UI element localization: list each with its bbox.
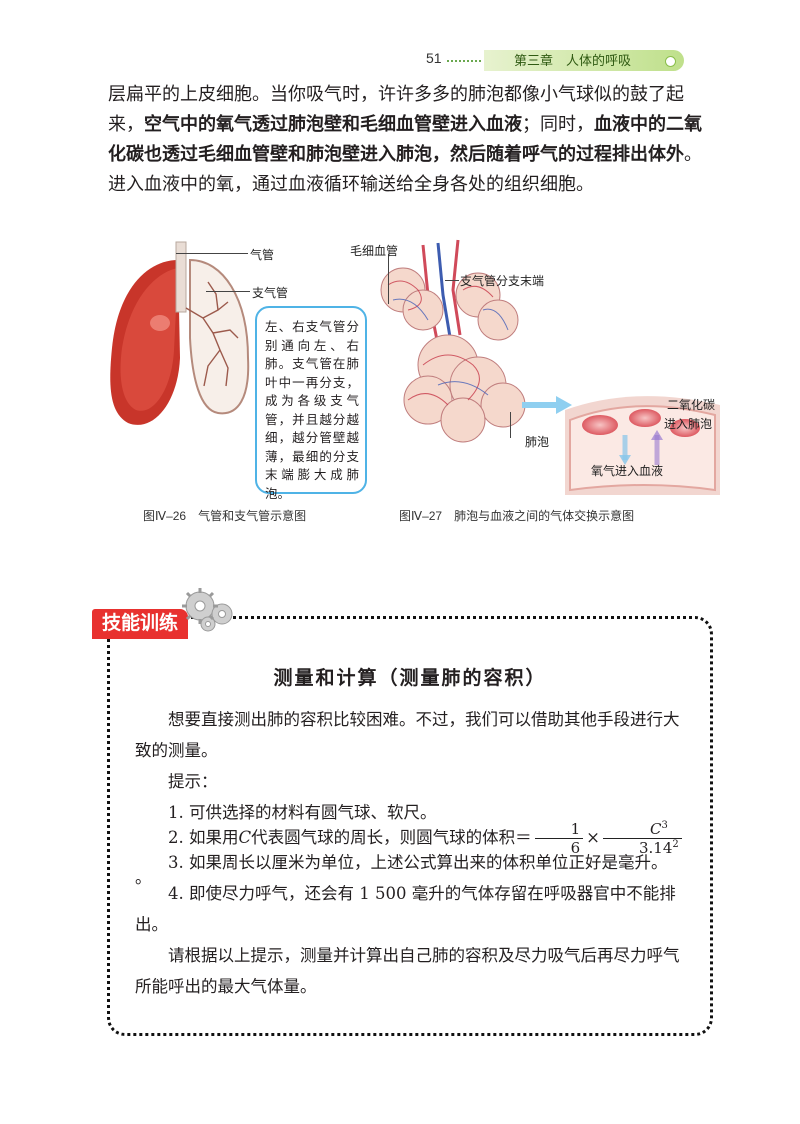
exponent: 3 <box>661 820 668 831</box>
label-co2-line2: 进入肺泡 <box>664 417 713 431</box>
lungs-illustration <box>110 241 250 425</box>
skill-intro: 想要直接测出肺的容积比较困难。不过，我们可以借助其他手段进行大致的测量。 <box>135 710 680 760</box>
skill-training-box <box>107 616 713 1036</box>
leader-line <box>176 253 248 254</box>
leader-line <box>445 280 459 281</box>
bubble-text: 左、右支气管分别通向左、右肺。支气管在肺叶中一再分支，成为各级支气管，并且越分越… <box>265 319 359 501</box>
fraction-numerator: 1 <box>534 820 584 839</box>
fraction-numerator: C3 <box>603 820 682 839</box>
chapter-header: 第三章 人体的呼吸 <box>484 50 684 71</box>
fraction-denominator: 3.142 <box>603 839 682 857</box>
explanation-bubble: 左、右支气管分别通向左、右肺。支气管在肺叶中一再分支，成为各级支气管，并且越分越… <box>255 306 367 501</box>
skill-task: 请根据以上提示，测量并计算出自己肺的容积及尽力吸气后再尽力呼气所能呼出的最大气体… <box>135 946 680 996</box>
hint-2-text: 代表圆气球的周长，则圆气球的体积＝ <box>251 828 532 847</box>
chapter-title: 第三章 人体的呼吸 <box>514 53 632 68</box>
hint-2-text: 。 <box>135 868 152 887</box>
variable-c: C <box>238 828 252 847</box>
body-paragraph-1: 层扁平的上皮细胞。当你吸气时，许许多多的肺泡都像小气球似的鼓了起来，空气中的氧气… <box>108 80 708 170</box>
hint-3: 3. 如果周长以厘米为单位，上述公式算出来的体积单位正好是毫升。 <box>168 853 668 872</box>
times-sign: × <box>586 828 600 847</box>
alveoli-illustration <box>380 239 526 443</box>
hint-1: 1. 可供选择的材料有圆气球、软尺。 <box>168 803 437 822</box>
body-text-emphasis: 空气中的氧气透过肺泡壁和毛细血管壁进入血液 <box>144 114 522 135</box>
page-number: 51 <box>426 50 442 66</box>
blood-vessel-exchange-illustration <box>565 396 720 495</box>
leader-line <box>388 254 390 304</box>
leader-line <box>510 412 512 438</box>
variable-c: C <box>649 820 662 838</box>
header-dotted-rule <box>447 60 481 62</box>
pi-approx: 3.14 <box>639 839 673 857</box>
arrow-icon <box>522 396 572 414</box>
label-co2-line1: 二氧化碳 <box>667 398 716 412</box>
label-bronchi: 支气管 <box>252 286 289 300</box>
hint-4: 4. 即使尽力呼气，还会有 1 500 毫升的气体存留在呼吸器官中不能排出。 <box>135 884 676 934</box>
hint-2-text: 2. 如果用 <box>168 828 239 847</box>
gears-icon <box>182 588 233 632</box>
body-paragraph-2: 进入血液中的氧，通过血液循环输送给全身各处的组织细胞。 <box>108 174 594 195</box>
body-text: 。 <box>684 144 702 165</box>
figure-26-caption: 图Ⅳ–26 气管和支气管示意图 <box>143 509 307 523</box>
label-o2: 氧气进入血液 <box>591 464 664 478</box>
body-text-emphasis: 血液中的二氧化碳也透过毛细血管壁和肺泡壁进入肺泡，然后随着呼气的过程排出体外 <box>108 114 702 165</box>
label-trachea: 气管 <box>250 248 275 262</box>
skill-training-tab: 技能训练 <box>92 609 188 639</box>
label-capillary: 毛细血管 <box>350 244 399 258</box>
skill-title: 测量和计算（测量肺的容积） <box>273 667 547 689</box>
body-text: 层扁平的上皮细胞。当你吸气时，许许多多的肺泡都像小气球似的鼓了起来， <box>108 84 684 135</box>
fraction-denominator: 6 <box>570 839 581 857</box>
figure-27-caption: 图Ⅳ–27 肺泡与血液之间的气体交换示意图 <box>399 509 635 523</box>
body-text: ；同时， <box>522 114 594 135</box>
exponent: 2 <box>672 839 679 850</box>
header-dot-icon <box>665 56 676 67</box>
label-bronchiole-end: 支气管分支末端 <box>460 274 545 288</box>
leader-line <box>206 291 250 292</box>
hint-label: 提示： <box>168 772 218 791</box>
label-alveolus: 肺泡 <box>525 435 550 449</box>
